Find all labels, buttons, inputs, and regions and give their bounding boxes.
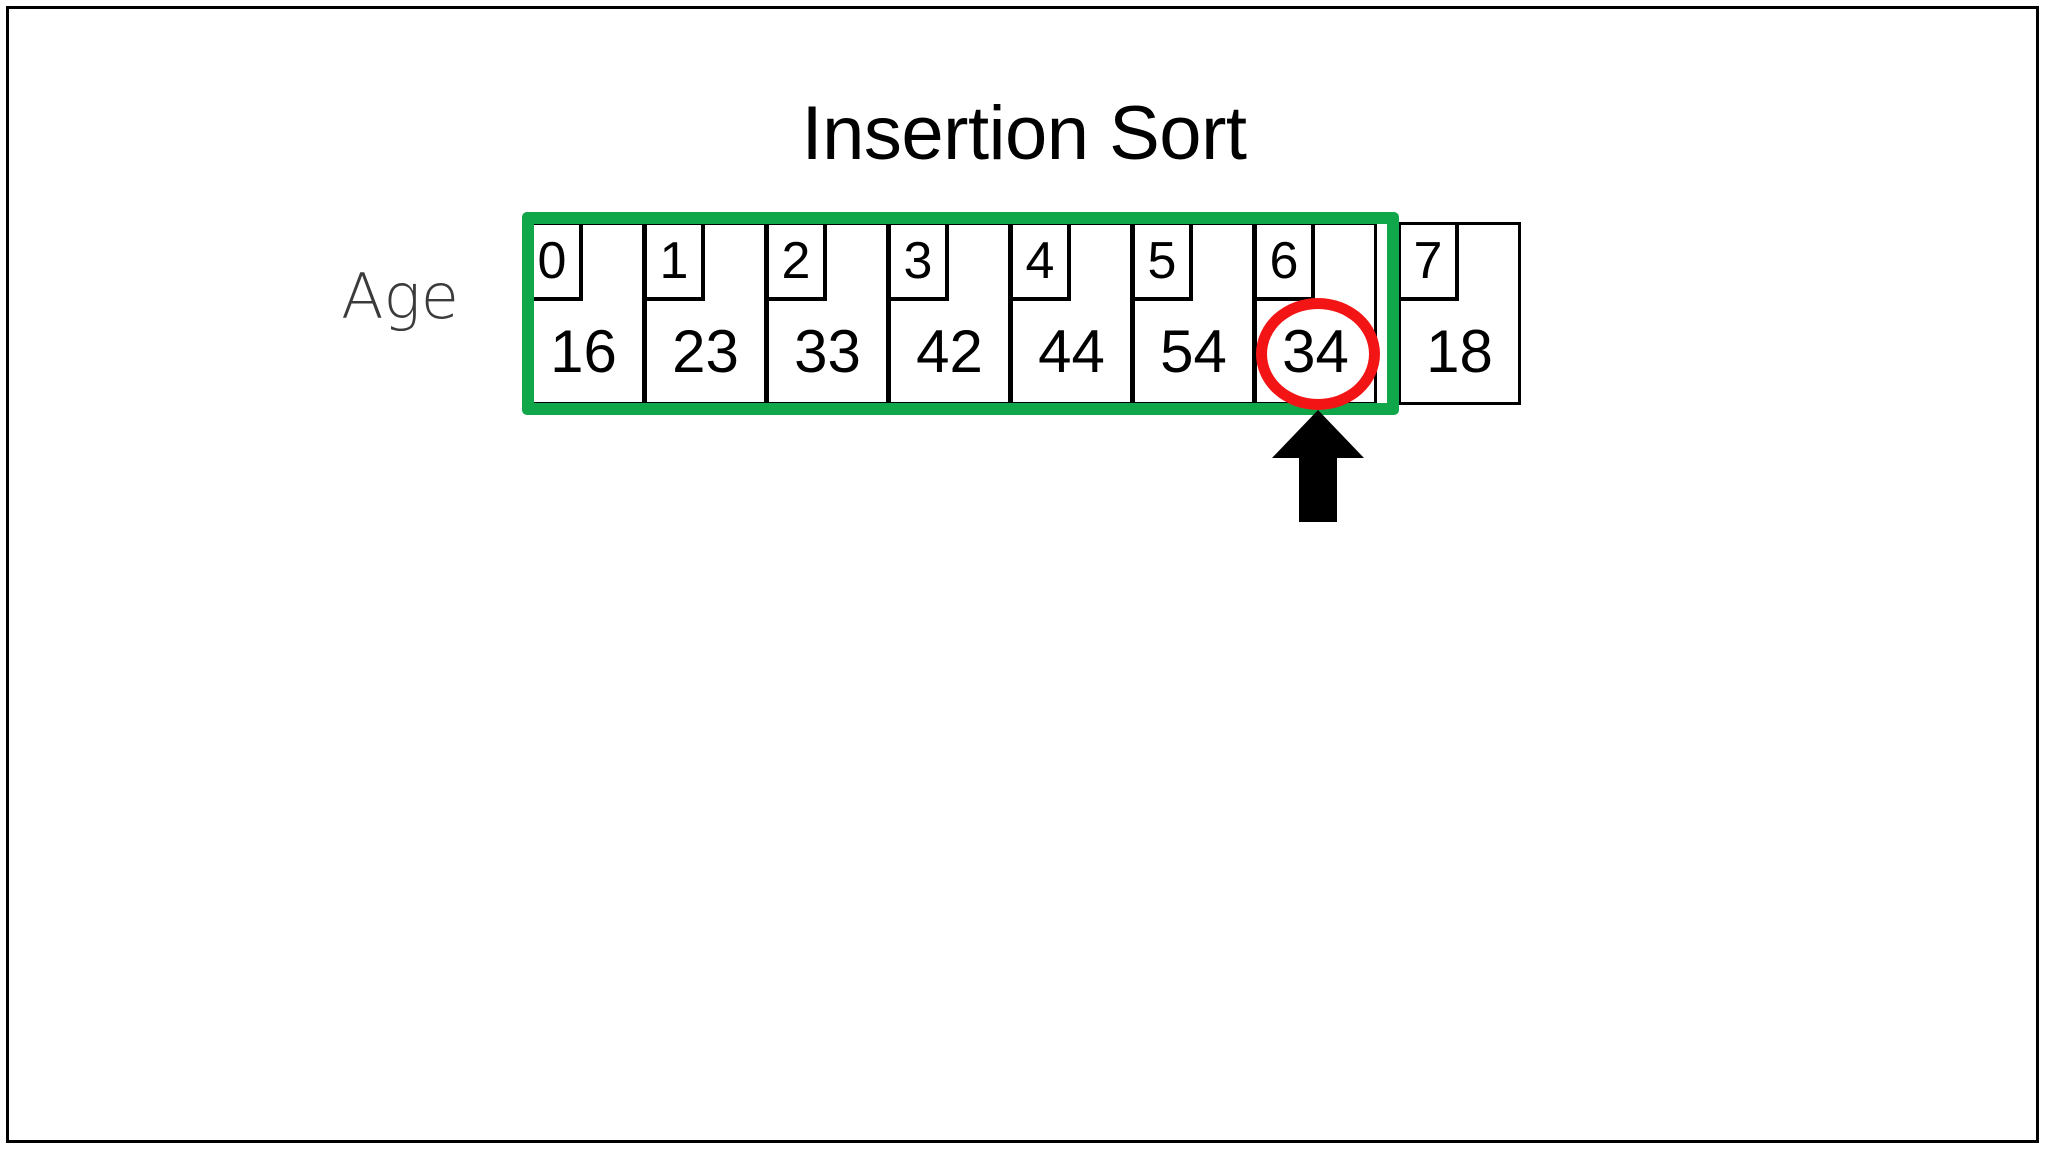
array-row-label: Age (341, 260, 459, 333)
array-cell-0[interactable]: 0 16 (522, 222, 645, 405)
array-cell-index-4: 4 (1013, 225, 1071, 301)
array-cell-6[interactable]: 6 34 (1254, 222, 1377, 405)
array-cell-value-4: 44 (1038, 317, 1105, 385)
array-cell-value-6: 34 (1282, 317, 1349, 385)
page-title: Insertion Sort (801, 91, 1248, 176)
array-cell-value-7: 18 (1426, 317, 1493, 385)
page-frame (6, 6, 2039, 1143)
array-cell-2[interactable]: 2 33 (766, 222, 889, 405)
array-cell-index-6: 6 (1257, 225, 1315, 301)
array-cell-value-5: 54 (1160, 317, 1227, 385)
array-cell-index-2: 2 (769, 225, 827, 301)
array-cell-index-1: 1 (647, 225, 705, 301)
array-cell-1[interactable]: 1 23 (644, 222, 767, 405)
array-cell-index-7: 7 (1401, 225, 1459, 301)
array-cell-3[interactable]: 3 42 (888, 222, 1011, 405)
array-diagram: 0 16 1 23 2 33 3 42 4 44 5 54 6 34 7 18 (522, 212, 1522, 415)
array-cell-7[interactable]: 7 18 (1398, 222, 1521, 405)
array-cell-value-0: 16 (550, 317, 617, 385)
array-cell-4[interactable]: 4 44 (1010, 222, 1133, 405)
array-cell-5[interactable]: 5 54 (1132, 222, 1255, 405)
array-cell-value-2: 33 (794, 317, 861, 385)
array-cell-index-0: 0 (525, 225, 583, 301)
pointer-arrow-icon (1272, 410, 1364, 522)
array-cell-index-5: 5 (1135, 225, 1193, 301)
array-cell-value-1: 23 (672, 317, 739, 385)
array-cell-value-3: 42 (916, 317, 983, 385)
array-cell-index-3: 3 (891, 225, 949, 301)
